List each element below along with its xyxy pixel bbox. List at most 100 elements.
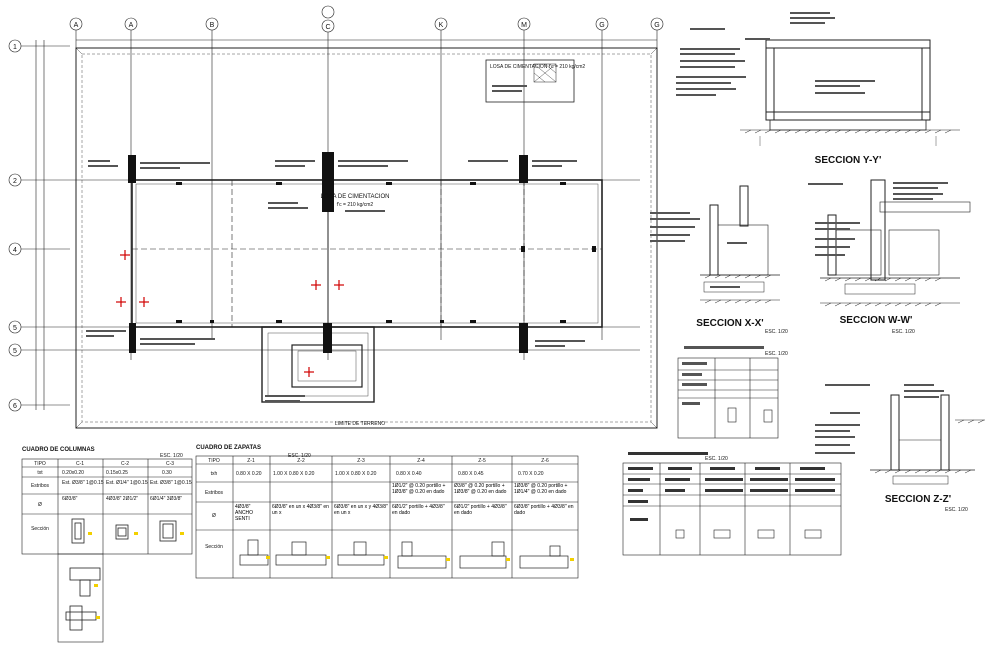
beams-table bbox=[622, 462, 842, 556]
plan-small-column-dots bbox=[176, 182, 596, 323]
columns-table-header-3: C-3 bbox=[166, 461, 174, 467]
plan-column-marks bbox=[128, 152, 528, 353]
columns-table-cell: Est. Ø3/8" 1@0.15 bbox=[62, 480, 104, 486]
grid-column-B: B bbox=[205, 17, 219, 340]
columns-table-scale: ESC. 1/20 bbox=[160, 453, 183, 459]
footings-header: Z-5 bbox=[478, 458, 486, 464]
svg-text:A: A bbox=[129, 22, 134, 29]
footings-table: CUADRO DE ZAPATAS ESC. 1/20 TIPO Z-1 Z-2… bbox=[195, 445, 579, 579]
section-ww-title: SECCION W-W' bbox=[840, 315, 913, 326]
footings-cell: 6Ø3/8" portillo + 4Ø3/8" en dado bbox=[514, 504, 574, 516]
columns-table-cell: 4Ø3/8" 2Ø1/2" bbox=[106, 496, 138, 502]
footings-cell: 0.80 X 0.20 bbox=[236, 471, 262, 477]
footings-row-label: Estribos bbox=[205, 490, 224, 496]
columnetas-table bbox=[677, 357, 779, 439]
columns-table-header-2: C-2 bbox=[121, 461, 129, 467]
svg-text:4: 4 bbox=[13, 247, 17, 254]
footings-row-label: Sección bbox=[205, 544, 223, 550]
footings-cell: 1.00 X 0.80 X 0.20 bbox=[335, 471, 377, 477]
section-yy-title: SECCION Y-Y' bbox=[815, 155, 882, 166]
footings-header: Z-2 bbox=[297, 458, 305, 464]
svg-text:LOSA DE CIMENTACION f'c = 210: LOSA DE CIMENTACION f'c = 210 kg/cm2 bbox=[490, 64, 585, 70]
footings-table-title: CUADRO DE ZAPATAS bbox=[196, 445, 261, 451]
plan-annotations: LOSA DE CIMENTACION f'c = 210 kg/cm2 LOS… bbox=[321, 64, 586, 427]
footings-cell: 6Ø3/8" en un x 4Ø3/8" en un x bbox=[272, 504, 329, 516]
plan-callout-lines bbox=[86, 85, 585, 402]
svg-text:5: 5 bbox=[13, 325, 17, 332]
columns-table-cell: 0.20x0.20 bbox=[62, 470, 84, 476]
svg-text:A: A bbox=[74, 22, 79, 29]
footings-cell: 0.70 X 0.20 bbox=[518, 471, 544, 477]
columns-table-row-label: Sección bbox=[31, 526, 49, 532]
svg-text:5: 5 bbox=[13, 348, 17, 355]
svg-text:2: 2 bbox=[13, 178, 17, 185]
section-ww-drawing bbox=[820, 179, 971, 307]
columns-table-cell: 0.30 bbox=[162, 470, 172, 476]
footings-header: Z-3 bbox=[357, 458, 365, 464]
columns-table-cell: 0.15x0.25 bbox=[106, 470, 128, 476]
columns-table-cell: Est. Ø3/8" 1@0.15 bbox=[150, 480, 192, 486]
columns-table-tags bbox=[88, 532, 184, 619]
section-yy-drawing bbox=[740, 39, 960, 146]
beams-table-scale: ESC. 1/20 bbox=[705, 456, 728, 462]
svg-text:G: G bbox=[654, 22, 659, 29]
columns-table-header-0: TIPO bbox=[34, 461, 46, 467]
footings-cell: 0.80 X 0.45 bbox=[458, 471, 484, 477]
note-box bbox=[485, 59, 575, 103]
footings-header: TIPO bbox=[208, 458, 220, 464]
svg-text:6: 6 bbox=[13, 403, 17, 410]
section-yy-notes bbox=[676, 12, 875, 96]
section-xx-scale: ESC. 1/20 bbox=[765, 329, 788, 335]
beams-table-fills bbox=[628, 452, 835, 521]
footings-cell: 4Ø3/8" ANCHO SENTI bbox=[235, 504, 254, 522]
columnetas-table-scale: ESC. 1/20 bbox=[765, 351, 788, 357]
section-zz-scale: ESC. 1/20 bbox=[945, 507, 968, 513]
footings-cell: 1Ø1/2" @ 0.20 portillo + 1Ø3/8" @ 0.20 e… bbox=[392, 483, 446, 495]
svg-text:K: K bbox=[439, 22, 444, 29]
footings-row-label: txh bbox=[211, 471, 218, 477]
section-zz-notes bbox=[815, 384, 944, 454]
svg-text:LOSA DE CIMENTACION: LOSA DE CIMENTACION bbox=[321, 194, 390, 200]
annex-block bbox=[261, 326, 375, 403]
footings-cell: 1Ø3/8" @ 0.20 portillo + 1Ø1/4" @ 0.20 e… bbox=[514, 483, 568, 495]
columns-table-cell: 6Ø1/4" 3Ø3/8" bbox=[150, 496, 182, 502]
footings-cell: 6Ø1/2" portillo + 4Ø3/8" en dado bbox=[392, 504, 445, 516]
plan-red-markers bbox=[116, 250, 344, 377]
section-xx-title: SECCION X-X' bbox=[696, 318, 763, 329]
columns-table-cell: Est. Ø1/4" 1@0.15 bbox=[106, 480, 148, 486]
footings-header: Z-6 bbox=[541, 458, 549, 464]
footings-header: Z-4 bbox=[417, 458, 425, 464]
svg-text:C: C bbox=[325, 24, 330, 31]
section-ww-scale: ESC. 1/20 bbox=[892, 329, 915, 335]
footings-cell: Ø3/8" @ 0.20 portillo + 1Ø3/8" @ 0.20 en… bbox=[454, 483, 507, 495]
columns-table-title: CUADRO DE COLUMNAS bbox=[22, 447, 95, 453]
grid-row-6: 6 bbox=[8, 398, 70, 412]
svg-text:M: M bbox=[521, 22, 527, 29]
grid-row-4: 4 bbox=[8, 242, 70, 256]
footings-header: Z-1 bbox=[247, 458, 255, 464]
svg-text:G: G bbox=[599, 22, 604, 29]
footings-cell: 1.00 X 0.80 X 0.20 bbox=[273, 471, 315, 477]
columns-table-row-label: Estribos bbox=[31, 483, 50, 489]
footings-cell: 0.80 X 0.40 bbox=[396, 471, 422, 477]
columns-table: CUADRO DE COLUMNAS ESC. 1/20 TIPO C-1 C-… bbox=[21, 447, 193, 643]
svg-text:f'c = 210 kg/cm2: f'c = 210 kg/cm2 bbox=[337, 202, 374, 208]
foundation-plan bbox=[75, 47, 658, 429]
svg-text:1: 1 bbox=[13, 44, 17, 51]
grid-row-1: 1 bbox=[8, 39, 70, 53]
columnetas-table-fills bbox=[682, 346, 764, 405]
svg-text:B: B bbox=[210, 22, 215, 29]
columns-table-row-label: Ø bbox=[38, 502, 42, 508]
footings-cell: 6Ø1/2" portillo + 4Ø3/8" en dado bbox=[454, 504, 507, 516]
columns-table-section-icons bbox=[65, 518, 177, 631]
section-xx-drawing bbox=[700, 185, 780, 304]
section-ww-notes bbox=[808, 182, 948, 256]
section-zz-title: SECCION Z-Z' bbox=[885, 494, 951, 505]
grid-column-A2: A bbox=[124, 17, 138, 360]
section-xx-notes bbox=[650, 212, 747, 288]
footings-row-label: Ø bbox=[212, 513, 216, 519]
footings-section-tags bbox=[266, 556, 574, 561]
footings-section-icons bbox=[239, 539, 569, 569]
section-zz-drawing bbox=[870, 394, 985, 485]
